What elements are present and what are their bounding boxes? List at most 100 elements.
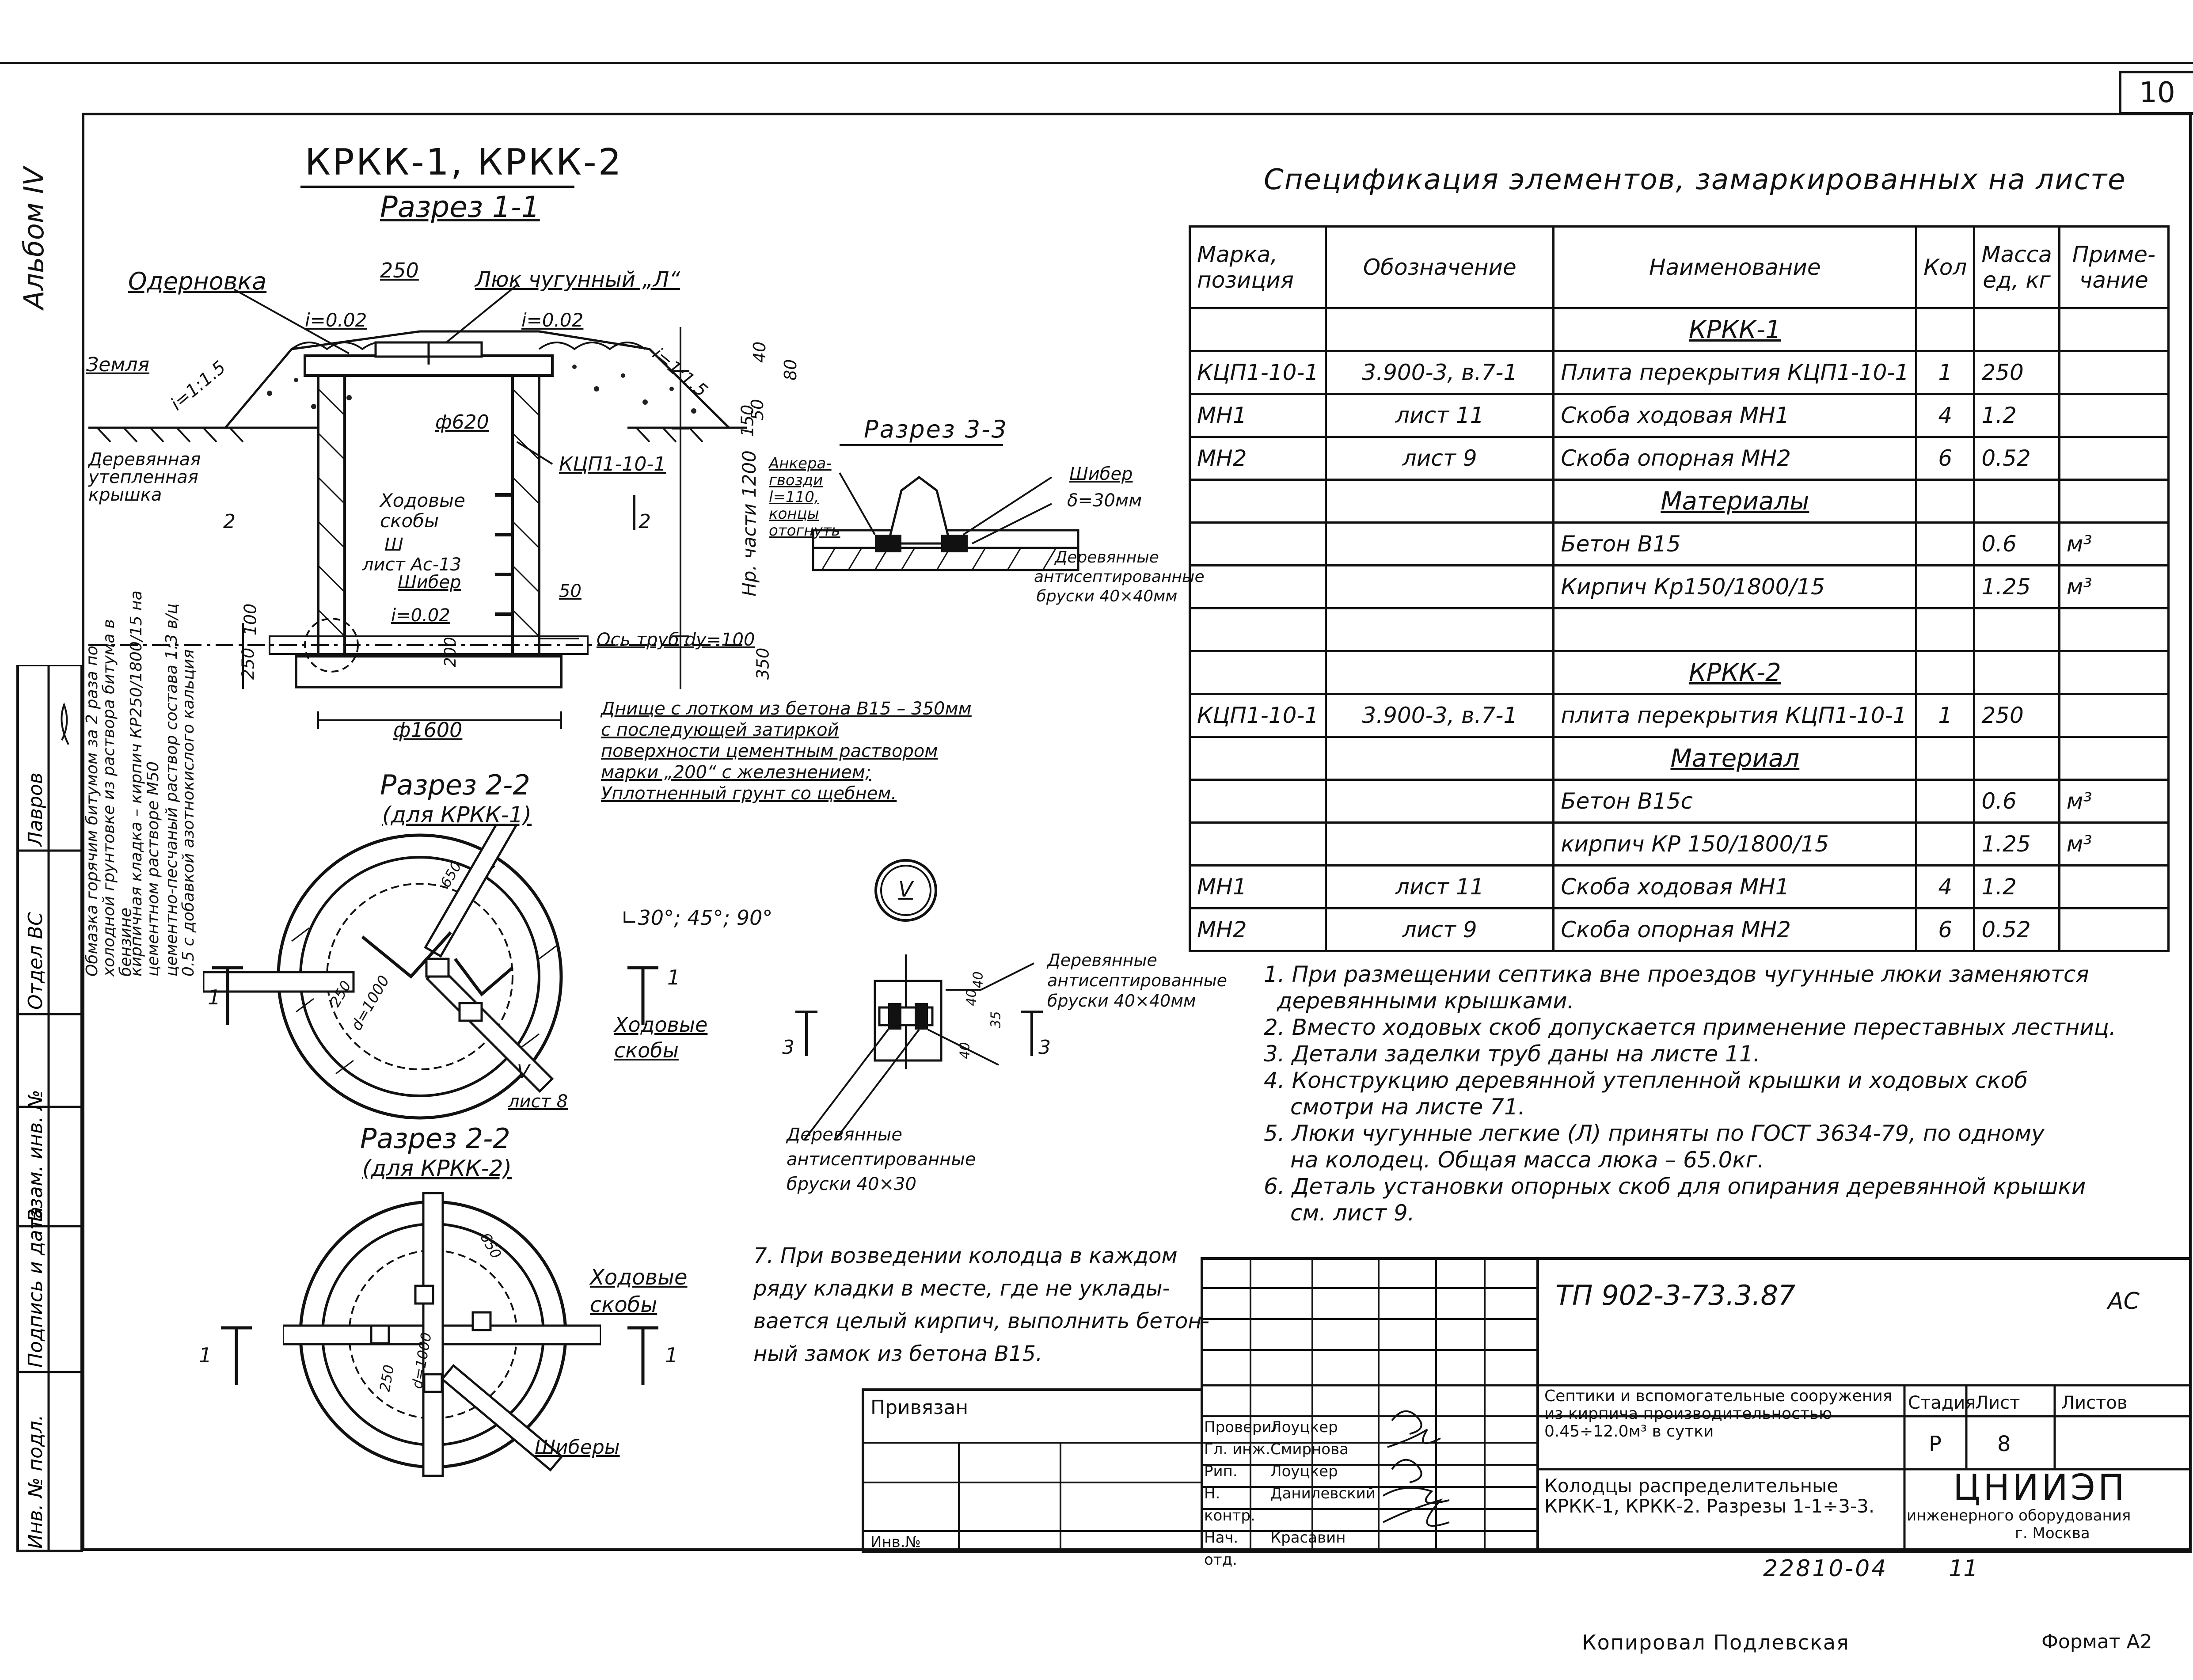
stamp-role: Рип.	[1204, 1463, 1238, 1480]
spec-header-name: Наименование	[1552, 225, 1918, 309]
stamp-org-city: г. Москва	[2015, 1524, 2090, 1542]
node-v-dim-40c: 40	[970, 971, 986, 988]
spec-cell-mark	[1188, 521, 1327, 566]
label-gate: Шибер	[398, 572, 461, 593]
section33-gate: Шибер	[1069, 464, 1133, 484]
label-hatch: Люк чугунный „Л“	[475, 267, 680, 292]
label-height-part: Нр. части 1200	[738, 450, 760, 597]
section22b-gates: Шиберы	[535, 1436, 620, 1459]
bottom-note-line: с последующей затиркой	[601, 720, 839, 740]
label-mark-sh: Ш	[384, 535, 403, 555]
note-line: 1. При размещении септика вне проездов ч…	[1264, 962, 2089, 987]
stamp-stage: Р	[1929, 1432, 1942, 1456]
label-slab: КЦП1-10-1	[559, 453, 666, 475]
section22b-cut-right: 1	[665, 1343, 678, 1367]
stamp-org-sub: инженерного оборудования	[1907, 1507, 2131, 1524]
spec-cell-name: КРКК-1	[1552, 307, 1918, 352]
spec-cell-mark	[1188, 479, 1327, 524]
label-dim-50-bottom: 50	[559, 581, 582, 601]
node-v-blocks-top: Деревянные антисептированные бруски 40×4…	[1047, 950, 1228, 1011]
spec-cell-mark: МН2	[1188, 907, 1327, 952]
label-sheet-ac13: лист Ас-13	[362, 555, 462, 575]
stamp-role: Проверил	[1204, 1418, 1281, 1436]
spec-cell-note	[2058, 650, 2170, 695]
spec-cell-qty: 1	[1915, 693, 1976, 738]
signature-mark	[61, 702, 69, 745]
label-mark-2-right: 2	[639, 510, 651, 533]
note7-line: 7. При возведении колодца в каждом	[753, 1243, 1178, 1268]
stamp-org: ЦНИИЭП	[1953, 1467, 2127, 1508]
spec-cell-mark	[1188, 607, 1327, 652]
stamp-mark: АС	[2108, 1288, 2140, 1315]
spec-cell-designation: лист 11	[1325, 393, 1555, 438]
spec-cell-note	[2058, 479, 2170, 524]
stamp-role: Гл. инж.	[1204, 1441, 1270, 1458]
section22a-cut-right: 1	[667, 965, 680, 989]
spec-cell-name: Бетон В15	[1552, 521, 1918, 566]
stamp-sheet-label: Лист	[1975, 1393, 2020, 1413]
spec-cell-mark	[1188, 736, 1327, 781]
spec-cell-note	[2058, 607, 2170, 652]
spec-cell-designation: 3.900-3, в.7-1	[1325, 693, 1555, 738]
label-dim-250: 250	[238, 647, 258, 680]
stamp-stage-label: Стадия	[1908, 1393, 1976, 1413]
spec-cell-designation	[1325, 307, 1555, 352]
spec-row: Материалы	[1188, 479, 2170, 524]
section22b-title: Разрез 2-2	[360, 1122, 510, 1155]
bottom-note-line: Днище с лотком из бетона В15 – 350мм	[601, 699, 972, 719]
spec-cell-name: Материал	[1552, 736, 1918, 781]
top-border-line	[0, 62, 2193, 64]
spec-cell-mass: 0.52	[1973, 436, 2060, 481]
spec-cell-name: Скоба ходовая МН1	[1552, 864, 1918, 909]
spec-cell-name: Бетон В15с	[1552, 779, 1918, 824]
spec-cell-mass	[1973, 607, 2060, 652]
section22a-roman: V	[517, 1060, 530, 1082]
stamp-inv: Инв.№	[870, 1533, 921, 1551]
section33-title: Разрез 3-3	[864, 415, 1008, 443]
spec-cell-note: м³	[2058, 564, 2170, 609]
spec-cell-mass: 0.6	[1973, 779, 2060, 824]
stamp-person: Лоуцкер	[1270, 1463, 1338, 1480]
spec-cell-qty: 6	[1915, 907, 1976, 952]
spec-cell-note	[2058, 693, 2170, 738]
spec-cell-designation: лист 11	[1325, 864, 1555, 909]
spec-cell-mass: 1.2	[1973, 393, 2060, 438]
note-line: 3. Детали заделки труб даны на листе 11.	[1264, 1041, 1760, 1067]
spec-cell-name: Скоба опорная МН2	[1552, 436, 1918, 481]
spec-cell-name: кирпич КР 150/1800/15	[1552, 821, 1918, 867]
strip-label-name: Лавров	[24, 772, 47, 847]
spec-title: Спецификация элементов, замаркированных …	[1264, 163, 2126, 196]
bottom-note-line: поверхности цементным раствором	[601, 741, 938, 761]
spec-cell-note: м³	[2058, 521, 2170, 566]
footer-page: 11	[1949, 1555, 1978, 1582]
stamp-person: Смирнова	[1270, 1441, 1349, 1458]
spec-cell-mass	[1973, 479, 2060, 524]
stamp-role: Н. контр.	[1204, 1485, 1255, 1524]
spec-cell-designation	[1325, 521, 1555, 566]
spec-cell-note	[2058, 436, 2170, 481]
spec-cell-name: КРКК-2	[1552, 650, 1918, 695]
footer-number: 22810-04	[1763, 1555, 1888, 1582]
spec-cell-qty: 1	[1915, 350, 1976, 395]
note-line: 6. Деталь установки опорных скоб для опи…	[1264, 1174, 2086, 1199]
section33-blocks: Деревянные антисептированные бруски 40×4…	[1034, 548, 1205, 605]
spec-header-row: Марка, позиция Обозначение Наименование …	[1188, 225, 2170, 309]
label-sod: Одерновка	[128, 267, 267, 295]
sheet-number: 10	[2119, 71, 2193, 115]
note7-line: вается целый кирпич, выполнить бетон-	[753, 1309, 1209, 1334]
label-slope-bottom: i=0.02	[391, 605, 450, 626]
node-v-dim-40b: 40	[957, 1042, 973, 1059]
general-notes: 1. При размещении септика вне проездов ч…	[1264, 961, 2116, 1226]
strip-label-inv: Инв. № подл.	[24, 1414, 47, 1549]
spec-cell-designation	[1325, 607, 1555, 652]
stamp-project: Септики и вспомогательные сооружения из …	[1544, 1387, 1893, 1441]
stamp-person-row: Рип. Лоуцкер	[1204, 1460, 1376, 1482]
spec-cell-mass	[1973, 307, 2060, 352]
label-wood-cover: Деревянная утепленная крышка	[88, 449, 201, 505]
section33-drawing	[812, 472, 1079, 571]
